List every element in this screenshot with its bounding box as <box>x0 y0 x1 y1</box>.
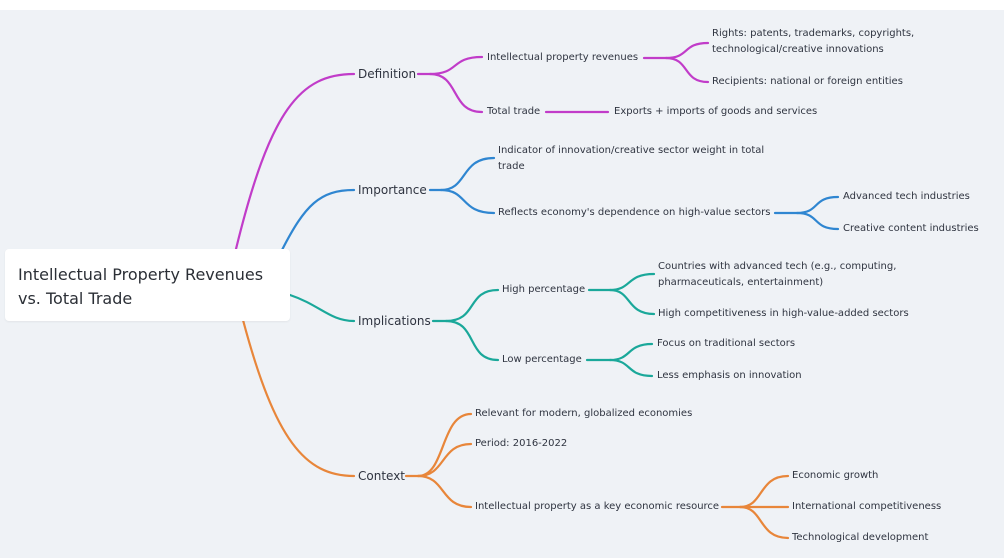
node-context[interactable]: Context <box>358 469 406 483</box>
node-relevant[interactable]: Relevant for modern, globalized economie… <box>475 408 693 419</box>
node-period[interactable]: Period: 2016-2022 <box>475 438 568 449</box>
edge-reflects-creative <box>795 211 840 231</box>
node-low-percentage[interactable]: Low percentage <box>502 354 582 365</box>
edge-ip-rights <box>664 41 710 60</box>
node-creative-content[interactable]: Creative content industries <box>843 223 979 234</box>
node-ip-revenues[interactable]: Intellectual property revenues <box>487 52 639 63</box>
edge-context-ipkey <box>416 474 473 509</box>
node-total-trade[interactable]: Total trade <box>487 106 541 117</box>
node-advanced-tech[interactable]: Advanced tech industries <box>843 191 970 202</box>
edge-implications-high <box>444 288 500 323</box>
edge-root-importance <box>280 188 356 252</box>
node-indicator[interactable]: Indicator of innovation/creative sector … <box>498 145 765 172</box>
node-less-emphasis[interactable]: Less emphasis on innovation <box>657 370 802 381</box>
node-exports-imports[interactable]: Exports + imports of goods and services <box>614 106 818 117</box>
edge-importance-reflects <box>439 188 496 215</box>
node-rights[interactable]: Rights: patents, trademarks, copyrights,… <box>712 28 915 55</box>
node-recipients[interactable]: Recipients: national or foreign entities <box>712 76 903 87</box>
edge-ipkey-growth <box>738 474 790 509</box>
node-implications[interactable]: Implications <box>358 314 431 328</box>
root-node-label: Intellectual Property Revenues vs. Total… <box>18 265 264 308</box>
edge-context-relevant <box>416 412 473 478</box>
node-importance[interactable]: Importance <box>358 183 427 197</box>
edge-definition-total <box>428 72 484 114</box>
edge-root-implications <box>288 293 356 323</box>
edge-reflects-advanced <box>795 195 840 215</box>
edge-high-comp <box>608 288 656 316</box>
node-definition[interactable]: Definition <box>358 67 417 81</box>
edge-low-focus <box>608 342 654 362</box>
node-technological-development[interactable]: Technological development <box>792 532 929 543</box>
node-focus-traditional[interactable]: Focus on traditional sectors <box>657 338 796 349</box>
edge-ip-recipients <box>664 56 710 84</box>
edge-root-definition <box>234 72 356 251</box>
node-countries-advanced[interactable]: Countries with advanced tech (e.g., comp… <box>658 261 897 288</box>
edge-high-countries <box>608 272 656 292</box>
node-high-competitiveness[interactable]: High competitiveness in high-value-added… <box>658 308 909 319</box>
edge-context-period <box>416 442 473 478</box>
node-ip-key-resource[interactable]: Intellectual property as a key economic … <box>475 501 720 512</box>
node-economic-growth[interactable]: Economic growth <box>792 470 879 481</box>
edge-root-context <box>241 318 356 478</box>
edge-low-less <box>608 358 654 378</box>
edge-definition-ip <box>428 55 484 76</box>
edge-importance-indicator <box>439 156 496 192</box>
node-reflects[interactable]: Reflects economy's dependence on high-va… <box>498 207 771 218</box>
node-international-competitiveness[interactable]: International competitiveness <box>792 501 942 512</box>
root-node[interactable]: Intellectual Property Revenues vs. Total… <box>5 249 290 321</box>
edge-ipkey-tech <box>738 505 790 540</box>
edge-implications-low <box>444 319 500 362</box>
node-high-percentage[interactable]: High percentage <box>502 284 586 295</box>
